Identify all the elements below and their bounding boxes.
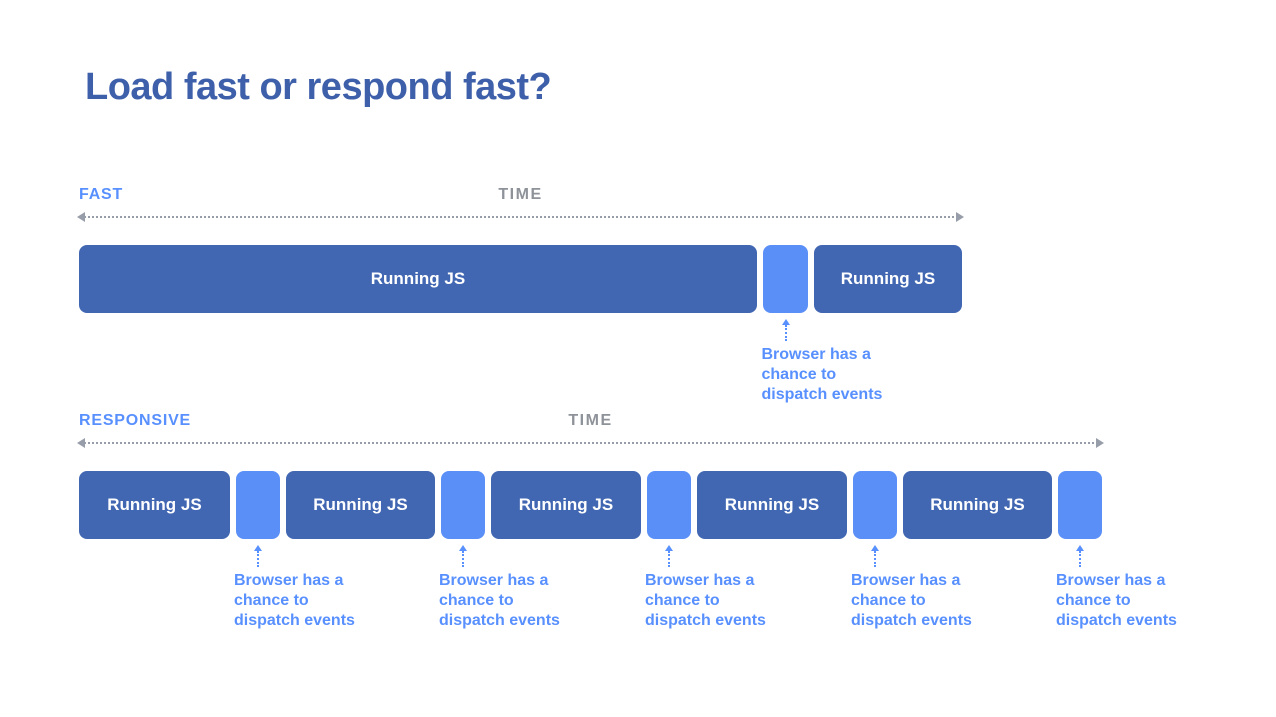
timeline-header: FAST TIME xyxy=(79,186,962,204)
timeline-blocks-row: Running JS Running JS Running JS Running JS… xyxy=(79,471,1102,539)
running-js-block: Running JS xyxy=(286,471,435,539)
running-js-block: Running JS xyxy=(814,245,962,313)
timeline-header: RESPONSIVE TIME xyxy=(79,412,1102,430)
arrow-stem xyxy=(462,551,464,567)
arrowhead-icon xyxy=(254,545,262,551)
time-axis-arrow xyxy=(77,438,1104,448)
time-axis-arrow xyxy=(77,212,964,222)
timeline-label-responsive: RESPONSIVE xyxy=(79,412,192,429)
running-js-label: Running JS xyxy=(724,495,820,514)
arrowhead-icon xyxy=(871,545,879,551)
timeline-label-fast: FAST xyxy=(79,186,124,203)
idle-gap-block xyxy=(763,245,808,313)
arrow-stem xyxy=(1079,551,1081,567)
running-js-block: Running JS xyxy=(79,245,757,313)
idle-gap-block xyxy=(441,471,485,539)
running-js-block: Running JS xyxy=(697,471,847,539)
running-js-block: Running JS xyxy=(903,471,1052,539)
dotted-up-arrow-icon xyxy=(779,319,793,341)
running-js-block: Running JS xyxy=(491,471,641,539)
idle-gap-block xyxy=(853,471,897,539)
idle-gap-block xyxy=(236,471,280,539)
axis-arrowhead-right-icon xyxy=(1096,438,1104,448)
arrowhead-icon xyxy=(665,545,673,551)
running-js-label: Running JS xyxy=(518,495,614,514)
running-js-label: Running JS xyxy=(107,495,202,514)
arrow-stem xyxy=(784,325,787,341)
arrow-stem xyxy=(668,551,670,567)
dotted-up-arrow-icon xyxy=(868,545,882,567)
arrow-stem xyxy=(874,551,876,567)
axis-arrowhead-right-icon xyxy=(956,212,964,222)
timeline-fast: FAST TIME Running JS Running JS Browser has … xyxy=(77,186,964,413)
slide-title: Load fast or respond fast? xyxy=(85,66,552,108)
arrowhead-icon xyxy=(459,545,467,551)
idle-gap-block xyxy=(1058,471,1102,539)
running-js-block: Running JS xyxy=(79,471,230,539)
dotted-up-arrow-icon xyxy=(251,545,265,567)
dotted-up-arrow-icon xyxy=(662,545,676,567)
time-axis-label: TIME xyxy=(568,412,613,429)
axis-arrowhead-left-icon xyxy=(77,438,85,448)
running-js-label: Running JS xyxy=(313,495,408,514)
running-js-label: Running JS xyxy=(840,269,936,288)
idle-gap-block xyxy=(647,471,691,539)
timeline-blocks-row: Running JS Running JS xyxy=(79,245,962,313)
arrowhead-icon xyxy=(1076,545,1084,551)
arrowhead-icon xyxy=(781,319,790,325)
arrow-stem xyxy=(257,551,259,567)
dotted-up-arrow-icon xyxy=(456,545,470,567)
axis-arrowhead-left-icon xyxy=(77,212,85,222)
running-js-label: Running JS xyxy=(370,269,466,288)
dotted-up-arrow-icon xyxy=(1073,545,1087,567)
time-axis-label: TIME xyxy=(498,186,543,203)
running-js-label: Running JS xyxy=(930,495,1025,514)
